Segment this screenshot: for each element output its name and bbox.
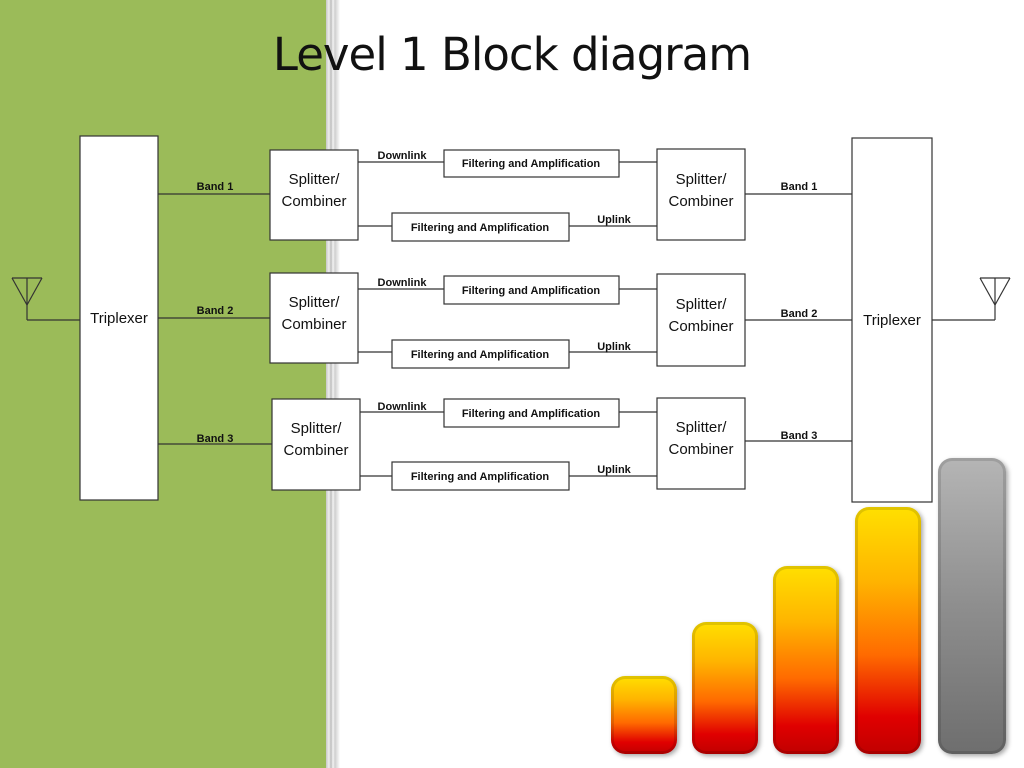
right-triplexer-box [851, 137, 933, 503]
band-2-downlink-block [443, 275, 620, 305]
band-2-downlink-block-label: Filtering and Amplification [462, 285, 601, 297]
band-2-uplink-block [391, 339, 570, 369]
band-3-left-splitter [271, 398, 361, 491]
right-antenna-icon [932, 277, 1011, 321]
band-1-left-label: Band 1 [197, 181, 234, 193]
band-1-uplink-block [391, 212, 570, 242]
band-3-left-splitter-line2: Combiner [283, 442, 348, 459]
band-2-right-label: Band 2 [781, 308, 818, 320]
band-3-uplink-label: Uplink [597, 464, 631, 476]
left-triplexer-label: Triplexer [90, 310, 148, 327]
slide-title: Level 1 Block diagram [272, 28, 752, 81]
band-1-left-splitter-line1: Splitter/ [289, 171, 341, 188]
band-2-left-splitter-line2: Combiner [281, 316, 346, 333]
band-2-left-splitter-line1: Splitter/ [289, 294, 341, 311]
band-2-right-splitter-line2: Combiner [668, 318, 733, 335]
band-2-left-splitter [269, 272, 359, 364]
right-triplexer-label: Triplexer [863, 312, 921, 329]
band-1-left-splitter-line2: Combiner [281, 193, 346, 210]
band-3-left-splitter-line1: Splitter/ [291, 420, 343, 437]
band-2-left-label: Band 2 [197, 305, 234, 317]
signal-bar-5 [938, 458, 1006, 754]
band-3-right-splitter-line1: Splitter/ [676, 419, 728, 436]
band-3-downlink-block-label: Filtering and Amplification [462, 408, 601, 420]
band-3-right-splitter [656, 397, 746, 490]
band-3-right-label: Band 3 [781, 430, 818, 442]
band-1-right-splitter-line2: Combiner [668, 193, 733, 210]
band-1-downlink-block [443, 149, 620, 178]
band-3-left-label: Band 3 [197, 433, 234, 445]
left-antenna-icon [11, 277, 80, 321]
band-3-chain [158, 411, 852, 477]
band-3-uplink-block [391, 461, 570, 491]
band-2-right-splitter-line1: Splitter/ [676, 296, 728, 313]
band-2-right-splitter [656, 273, 746, 367]
band-3-downlink-label: Downlink [378, 401, 428, 413]
left-triplexer-box [79, 135, 159, 501]
green-side-panel [0, 0, 326, 768]
band-3-downlink-block [443, 398, 620, 428]
band-1-right-splitter [656, 148, 746, 241]
band-1-right-label: Band 1 [781, 181, 818, 193]
band-1-uplink-block-label: Filtering and Amplification [411, 222, 550, 234]
band-2-uplink-label: Uplink [597, 341, 631, 353]
band-3-uplink-block-label: Filtering and Amplification [411, 471, 550, 483]
band-1-chain [158, 161, 852, 227]
signal-bar-3 [773, 566, 839, 754]
band-1-downlink-label: Downlink [378, 150, 428, 162]
signal-bar-1 [611, 676, 677, 754]
band-2-uplink-block-label: Filtering and Amplification [411, 349, 550, 361]
band-1-right-splitter-line1: Splitter/ [676, 171, 728, 188]
band-1-left-splitter [269, 149, 359, 241]
band-1-downlink-block-label: Filtering and Amplification [462, 158, 601, 170]
signal-bar-2 [692, 622, 758, 754]
band-2-downlink-label: Downlink [378, 277, 428, 289]
band-3-right-splitter-line2: Combiner [668, 441, 733, 458]
band-2-chain [158, 288, 852, 353]
signal-bar-4 [855, 507, 921, 754]
band-1-uplink-label: Uplink [597, 214, 631, 226]
